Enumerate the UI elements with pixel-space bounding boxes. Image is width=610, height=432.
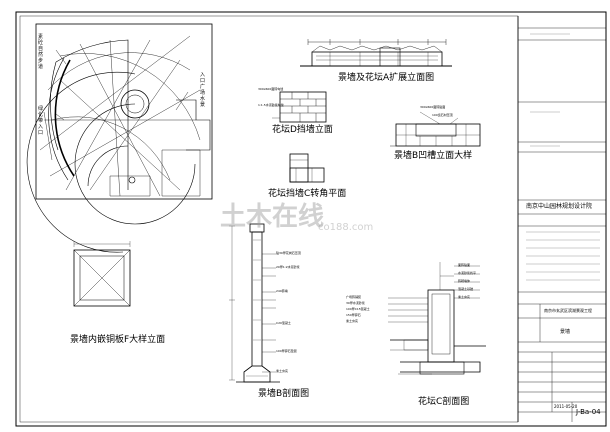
section-b-drawing: [229, 223, 280, 383]
note-section-c-1: 广场砖铺装: [346, 295, 362, 299]
plan-label-left-mid: 绿化带入口: [38, 106, 44, 136]
title-block-drawing-no: J-Ba-04: [576, 408, 601, 416]
note-section-c-5: 素土夯实: [346, 319, 359, 323]
section-c-drawing: [388, 262, 486, 375]
title-block-frame: [517, 16, 606, 422]
note-groove-b-1: 300x600面砖贴面: [420, 105, 446, 109]
plan-label-left-top: 素砼自然步道: [38, 34, 44, 70]
site-plan: [26, 23, 213, 253]
note-section-b-4: C20混凝土: [276, 321, 291, 325]
note-section-b-3: 240砖墙: [276, 289, 288, 293]
note-section-c-4: 150厚碎石: [346, 313, 361, 317]
note-section-c-right-2: 水泥砂浆找平: [458, 271, 477, 275]
elevation-a-drawing: [300, 39, 452, 67]
note-section-b-2: 20厚1:2水泥砂浆: [276, 265, 300, 269]
title-block-drawing-name: 景墙: [560, 329, 571, 335]
note-section-c-right-5: 素土夯实: [458, 295, 471, 299]
note-wall-d-2: 1:1.5水泥砂浆勾缝: [258, 103, 284, 107]
wall-d-drawing: [272, 91, 327, 123]
title-panel-f: 景墙内嵌铜板F大样立面: [70, 335, 166, 345]
title-elevation-a: 景墙及花坛A扩展立面图: [338, 73, 435, 83]
groove-b-drawing: [390, 111, 481, 147]
title-section-c: 花坛C剖面图: [418, 397, 470, 407]
note-section-c-right-1: 面砖贴面: [458, 263, 471, 267]
title-block-date: 2011-05-20: [554, 404, 578, 409]
note-section-b-5: 100厚碎石垫层: [276, 349, 297, 353]
note-section-c-right-4: 混凝土基础: [458, 287, 474, 291]
note-section-c-right-3: 砖砌墙体: [458, 279, 471, 283]
title-groove-b: 景墙B凹槽立面大样: [394, 151, 473, 161]
title-block-project: 南京市玄武区滨湖景观工程: [544, 308, 592, 313]
plan-label-right: 入口广场水景: [200, 72, 206, 108]
watermark-logo: 土木在线: [220, 202, 325, 232]
title-wall-d: 花坛D挡墙立面: [272, 125, 333, 135]
note-section-b-1: 贴30厚花岗石压顶: [276, 251, 301, 255]
note-section-b-6: 素土夯实: [276, 369, 289, 373]
corner-c-drawing: [289, 153, 325, 183]
note-groove-b-2: 100宽石材压顶: [432, 113, 453, 117]
title-section-b: 景墙B剖面图: [258, 389, 310, 399]
title-corner-c: 花坛挡墙C转角平面: [268, 189, 347, 199]
watermark-url: co188.com: [318, 222, 374, 233]
note-section-c-3: 100厚C15混凝土: [346, 307, 370, 311]
title-block-company: 南京中山园林规划设计院: [526, 203, 593, 210]
panel-f-drawing: [73, 241, 131, 307]
note-section-c-2: 30厚水泥砂浆: [346, 301, 365, 305]
note-wall-d-1: 300x600面砖勾缝: [258, 87, 284, 91]
sheet-border: [15, 11, 607, 427]
